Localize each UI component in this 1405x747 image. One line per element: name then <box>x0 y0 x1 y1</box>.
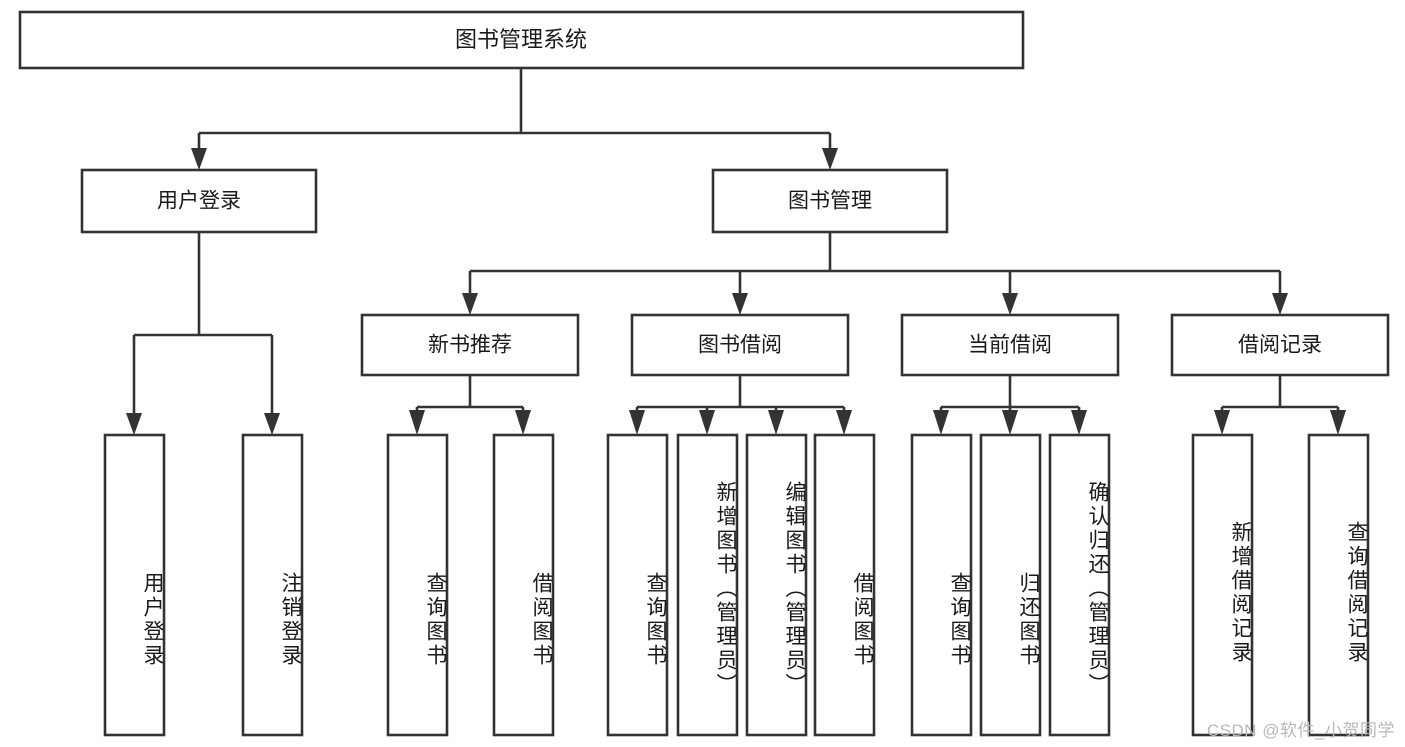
leaf-box-borrow-record-2[interactable] <box>1307 433 1370 737</box>
node-user-login[interactable]: 用户登录 <box>80 168 318 234</box>
node-new-book-recommend-box[interactable] <box>360 313 580 377</box>
arrowhead-leaf-bookborrow-3 <box>768 410 784 435</box>
leaf-box-user-login-2[interactable] <box>241 433 304 737</box>
node-current-borrow-box[interactable] <box>900 313 1120 377</box>
node-book-management[interactable]: 图书管理 <box>711 168 949 234</box>
node-borrow-record-label: 借阅记录 <box>1238 334 1322 357</box>
node-new-book-recommend-label: 新书推荐 <box>428 334 512 357</box>
arrowhead-leaf-borrowrecord-1 <box>1214 410 1230 435</box>
arrowhead-leaf-newbook-1 <box>409 410 425 435</box>
connector-group <box>126 68 1346 435</box>
arrowhead-leaf-user-2 <box>264 413 280 435</box>
arrowhead-borrowrecord <box>1272 293 1288 315</box>
leaf-box-user-login-1[interactable] <box>103 433 166 737</box>
arrowhead-leaf-bookborrow-2 <box>699 410 715 435</box>
arrowhead-leaf-bookborrow-4 <box>836 410 852 435</box>
node-book-borrow-box[interactable] <box>630 313 850 377</box>
arrowhead-leaf-user-1 <box>126 413 142 435</box>
watermark-text: CSDN @软件_小贺同学 <box>1206 721 1395 740</box>
arrowhead-leaf-currentborrow-3 <box>1071 410 1087 435</box>
leaf-box-book-borrow-1[interactable] <box>606 433 669 737</box>
node-borrow-record-box[interactable] <box>1170 313 1390 377</box>
arrowhead-bookmgmt <box>822 148 838 170</box>
node-root-box[interactable] <box>18 10 1025 70</box>
arrowhead-leaf-currentborrow-2 <box>1002 410 1018 435</box>
arrowhead-leaf-currentborrow-1 <box>933 410 949 435</box>
leaf-box-current-borrow-3[interactable] <box>1048 433 1111 737</box>
node-borrow-record[interactable]: 借阅记录 <box>1170 313 1390 377</box>
node-root-label: 图书管理系统 <box>455 27 587 52</box>
leaf-box-book-borrow-3[interactable] <box>745 433 808 737</box>
leaf-box-new-book-1[interactable] <box>386 433 449 737</box>
node-user-login-label: 用户登录 <box>157 190 241 213</box>
leaf-box-borrow-record-1[interactable] <box>1191 433 1254 737</box>
arrowhead-bookborrow <box>732 293 748 315</box>
node-user-login-box[interactable] <box>80 168 318 234</box>
node-book-management-label: 图书管理 <box>788 190 872 213</box>
node-new-book-recommend[interactable]: 新书推荐 <box>360 313 580 377</box>
leaf-box-current-borrow-2[interactable] <box>979 433 1042 737</box>
arrowhead-leaf-borrowrecord-2 <box>1330 410 1346 435</box>
leaf-box-book-borrow-4[interactable] <box>813 433 876 737</box>
node-book-borrow-label: 图书借阅 <box>698 334 782 357</box>
leaf-box-group <box>103 433 1370 737</box>
node-book-management-box[interactable] <box>711 168 949 234</box>
node-current-borrow[interactable]: 当前借阅 <box>900 313 1120 377</box>
node-root[interactable]: 图书管理系统 <box>18 10 1025 70</box>
arrowhead-leaf-newbook-2 <box>515 410 531 435</box>
arrowhead-userlogin <box>191 148 207 170</box>
leaf-box-new-book-2[interactable] <box>492 433 555 737</box>
leaf-box-book-borrow-2[interactable] <box>676 433 739 737</box>
node-current-borrow-label: 当前借阅 <box>968 334 1052 357</box>
arrowhead-leaf-bookborrow-1 <box>629 410 645 435</box>
arrowhead-currentborrow <box>1002 293 1018 315</box>
leaf-box-current-borrow-1[interactable] <box>910 433 973 737</box>
arrowhead-newbook <box>462 293 478 315</box>
node-book-borrow[interactable]: 图书借阅 <box>630 313 850 377</box>
